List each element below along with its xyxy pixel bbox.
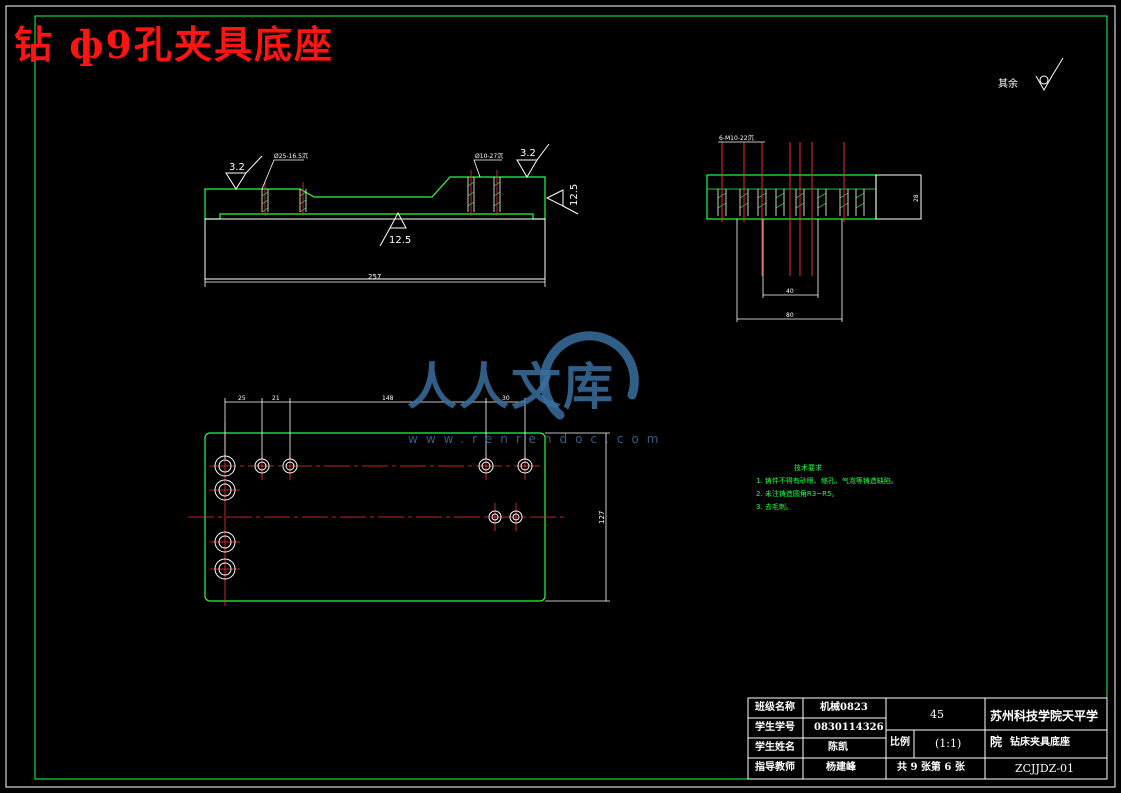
tech-notes: 技术要求 1. 铸件不得有砂眼、缩孔、气泡等铸造缺陷。 2. 未注铸造圆角R3~…	[756, 462, 898, 514]
sheet-count: 共 9 张第 6 张	[897, 762, 965, 773]
class-label: 班级名称	[755, 702, 795, 713]
class-value: 机械0823	[820, 702, 868, 713]
side-view: 6-M10-22沉 28 40 80	[706, 134, 922, 322]
tech-note-1: 1. 铸件不得有砂眼、缩孔、气泡等铸造缺陷。	[756, 477, 898, 485]
roughness-value-right: 3.2	[520, 148, 536, 159]
leader-lines	[261, 159, 502, 190]
tech-note-3: 3. 去毛刺。	[756, 503, 793, 511]
hole-callout-left: Ø25-16.5沉	[274, 152, 308, 160]
top-view-dimensions	[224, 398, 610, 602]
front-view-centerlines	[264, 170, 498, 216]
dim-length-label: 257	[368, 273, 381, 281]
scale-label: 比例	[890, 737, 910, 748]
side-view-centerlines	[721, 142, 845, 276]
dim-inner-label: 40	[786, 288, 794, 295]
title-block-grid	[747, 697, 1108, 780]
front-view-base	[204, 218, 546, 280]
material-value: 45	[930, 708, 944, 721]
roughness-value-side: 12.5	[569, 184, 580, 206]
teacher-value: 杨建峰	[826, 762, 856, 773]
top-view-holes	[214, 455, 533, 580]
top-view: 25 21 148 30 127	[188, 395, 610, 606]
side-view-dimensions	[736, 175, 922, 322]
student-name-value: 陈凯	[828, 742, 848, 753]
roughness-symbol-left	[225, 155, 263, 190]
watermark-url: www.renrendoc.com	[408, 432, 667, 446]
top-dim-2: 21	[272, 395, 280, 402]
school-name-line1: 苏州科技学院天平学	[990, 709, 1099, 723]
top-dim-3: 148	[382, 395, 394, 402]
teacher-label: 指导教师	[755, 762, 795, 773]
dim-width-label: 127	[598, 511, 606, 524]
dim-height-label: 28	[913, 194, 920, 202]
top-dim-4: 30	[502, 395, 510, 402]
school-name-line2: 院	[990, 735, 1003, 749]
top-dim-1: 25	[238, 395, 246, 402]
surface-remark: 其余	[998, 79, 1018, 90]
student-id-value: 0830114326	[814, 722, 884, 733]
side-view-callout: 6-M10-22沉	[719, 134, 754, 142]
dim-outer-label: 80	[786, 312, 794, 319]
remark-roughness-symbol	[1035, 57, 1064, 92]
student-id-label: 学生学号	[755, 722, 795, 733]
roughness-value-bottom: 12.5	[389, 235, 411, 246]
drawing-number: ZCJJDZ-01	[1015, 762, 1075, 775]
inner-frame	[34, 15, 1108, 780]
roughness-symbol-right	[516, 143, 550, 178]
roughness-symbol-side	[545, 189, 579, 215]
tech-note-2: 2. 未注铸造圆角R3~R5。	[756, 490, 839, 498]
student-name-label: 学生姓名	[755, 742, 795, 753]
drawing-title: 钻 ф9孔夹具底座	[14, 22, 334, 67]
front-view-holes	[261, 177, 501, 212]
side-view-holes	[717, 189, 865, 216]
dim-length	[204, 279, 546, 287]
roughness-value-left: 3.2	[229, 162, 245, 173]
front-view: 3.2 3.2 12.5 12.5 Ø25-16.5沉 Ø10-27沉 257	[204, 143, 580, 287]
hole-callout-right: Ø10-27沉	[475, 152, 503, 160]
watermark-name: 人人文库	[407, 357, 615, 416]
scale-value: (1:1)	[935, 737, 962, 750]
part-name: 钻床夹具底座	[1010, 737, 1070, 748]
watermark-logo	[539, 331, 639, 420]
side-view-outline	[706, 174, 877, 220]
outer-frame	[5, 5, 1116, 788]
roughness-symbol-bottom	[379, 211, 407, 247]
tech-notes-title: 技术要求	[794, 464, 822, 472]
